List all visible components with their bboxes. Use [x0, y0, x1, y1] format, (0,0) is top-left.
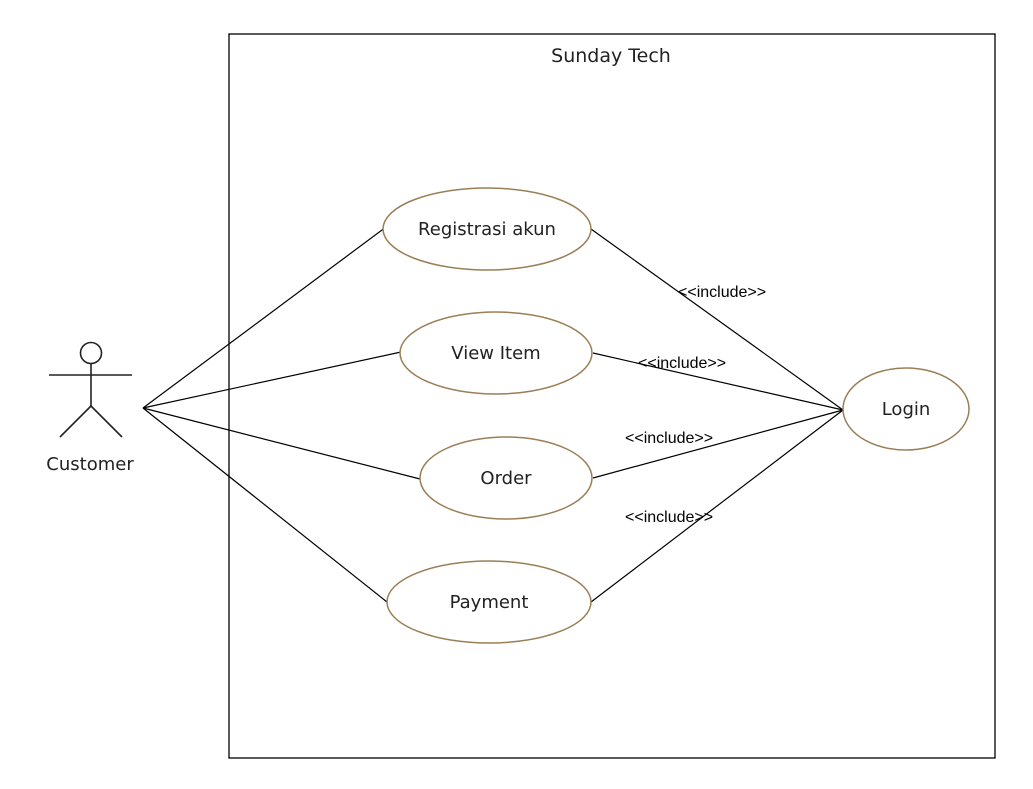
include-label-view-item: <<include>>	[638, 355, 726, 372]
usecase-registrasi-label: Registrasi akun	[418, 219, 556, 240]
usecase-order-label: Order	[480, 468, 532, 489]
system-boundary	[228, 33, 996, 759]
actor-leg-right	[90, 405, 123, 438]
association-order	[142, 407, 421, 480]
usecase-login[interactable]: Login	[842, 367, 970, 451]
usecase-registrasi[interactable]: Registrasi akun	[382, 187, 592, 271]
usecase-login-shape	[842, 367, 970, 451]
include-label-payment: <<include>>	[625, 509, 713, 526]
include-line-payment	[590, 409, 844, 603]
include-line-view-item	[592, 352, 844, 411]
actor-leg-left	[59, 405, 92, 438]
association-payment	[142, 407, 388, 603]
usecase-view-item-label: View Item	[451, 343, 540, 364]
usecase-order-shape	[419, 436, 593, 520]
usecase-login-label: Login	[882, 399, 931, 420]
usecase-payment-shape	[386, 560, 592, 644]
usecase-payment-label: Payment	[450, 592, 529, 613]
usecase-order[interactable]: Order	[419, 436, 593, 520]
include-line-registrasi	[590, 228, 844, 411]
actor-head-icon	[79, 341, 103, 365]
usecase-view-item-shape	[399, 311, 593, 395]
association-registrasi	[142, 226, 387, 409]
association-view-item	[142, 351, 402, 409]
usecase-payment[interactable]: Payment	[386, 560, 592, 644]
actor-name: Customer	[46, 454, 134, 475]
system-title: Sunday Tech	[551, 45, 671, 67]
include-line-order	[592, 409, 844, 479]
actor-customer[interactable]: Customer	[46, 341, 134, 476]
usecase-view-item[interactable]: View Item	[399, 311, 593, 395]
include-label-registrasi: <<include>>	[678, 284, 766, 301]
include-label-order: <<include>>	[625, 430, 713, 447]
usecase-registrasi-shape	[382, 187, 592, 271]
